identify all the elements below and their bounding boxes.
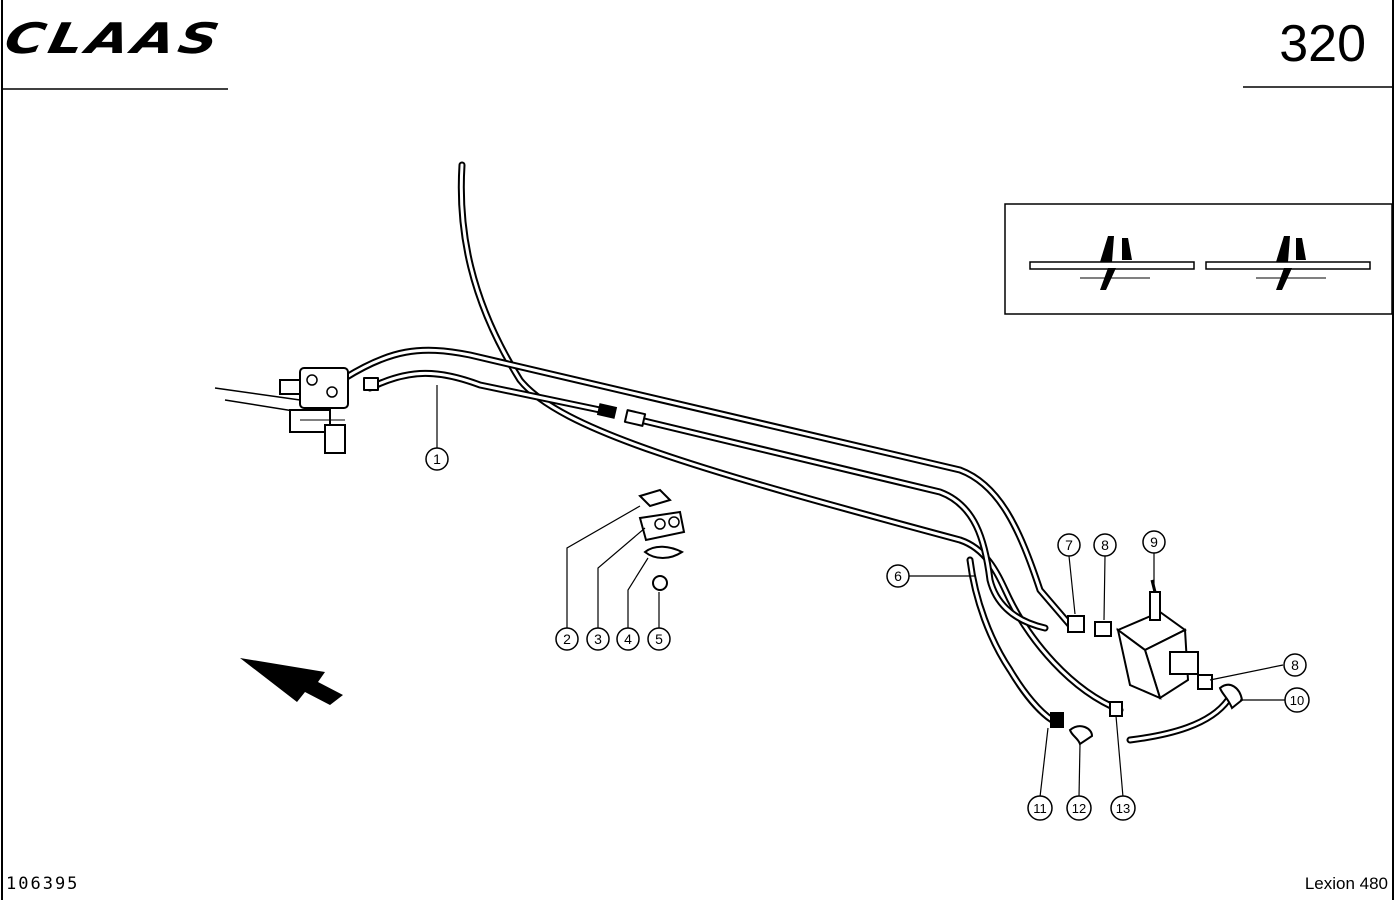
fitting-part-7 xyxy=(1067,615,1085,633)
svg-text:4: 4 xyxy=(624,631,632,647)
clamp-ring-part-5 xyxy=(652,575,668,591)
callout-8-right: 8 xyxy=(1283,653,1307,677)
callout-markers: 1 2 3 4 5 6 7 8 9 8 10 11 12 13 xyxy=(425,447,1310,821)
svg-text:10: 10 xyxy=(1290,693,1304,708)
clamp-parts xyxy=(638,488,686,591)
hose-main-lower xyxy=(366,369,1049,632)
leader-lines xyxy=(436,385,1285,798)
callout-12: 12 xyxy=(1066,795,1092,821)
callout-7: 7 xyxy=(1057,533,1081,557)
page-number: 320 xyxy=(1279,15,1366,73)
direction-arrow-icon xyxy=(240,658,343,705)
clamp-block-part-3 xyxy=(638,510,686,542)
svg-text:6: 6 xyxy=(894,568,902,584)
hose-vertical-supply xyxy=(457,161,1124,714)
svg-text:2: 2 xyxy=(563,631,571,647)
pipe-fittings xyxy=(1050,615,1244,746)
fitting-part-12 xyxy=(1068,725,1094,746)
hose-return-branch xyxy=(966,556,1056,724)
callout-10: 10 xyxy=(1284,687,1310,713)
callout-3: 3 xyxy=(586,627,610,651)
clamp-washer-part-4 xyxy=(643,545,684,559)
svg-text:8: 8 xyxy=(1101,537,1109,553)
svg-text:9: 9 xyxy=(1150,534,1158,550)
fitting-part-10 xyxy=(1218,683,1244,710)
inset-detail-box xyxy=(1004,203,1393,315)
inset-cutter-right xyxy=(1205,236,1371,290)
inset-cutter-left xyxy=(1029,236,1195,290)
hose-fitting-a xyxy=(596,403,618,419)
svg-text:7: 7 xyxy=(1065,537,1073,553)
callout-5: 5 xyxy=(647,627,671,651)
machine-model: Lexion 480 xyxy=(1304,874,1388,893)
hose-group xyxy=(341,161,1232,744)
fitting-part-8-outlet xyxy=(1197,674,1213,690)
hose-fitting-c xyxy=(363,377,379,391)
callout-11: 11 xyxy=(1027,795,1053,821)
svg-text:13: 13 xyxy=(1116,801,1130,816)
callout-13: 13 xyxy=(1110,795,1136,821)
callout-9: 9 xyxy=(1142,530,1166,554)
callout-4: 4 xyxy=(616,627,640,651)
fitting-part-13 xyxy=(1109,701,1123,717)
hose-pump-outlet xyxy=(1126,696,1232,744)
document-number: 106395 xyxy=(6,874,80,894)
svg-text:1: 1 xyxy=(433,451,441,467)
svg-text:11: 11 xyxy=(1033,801,1047,816)
svg-text:12: 12 xyxy=(1072,801,1086,816)
callout-2: 2 xyxy=(555,627,579,651)
svg-text:3: 3 xyxy=(594,631,602,647)
hose-main-upper xyxy=(341,346,1074,629)
callout-1: 1 xyxy=(425,447,449,471)
svg-text:8: 8 xyxy=(1291,657,1299,673)
control-valve-block xyxy=(214,367,349,454)
fitting-part-11 xyxy=(1050,712,1064,728)
callout-8-top: 8 xyxy=(1093,533,1117,557)
fitting-part-8 xyxy=(1094,621,1112,637)
clamp-plate-part-2 xyxy=(638,488,672,508)
hydraulic-pump xyxy=(1116,579,1199,700)
hose-fitting-b xyxy=(623,409,647,427)
callout-6: 6 xyxy=(886,564,910,588)
svg-text:5: 5 xyxy=(655,631,663,647)
